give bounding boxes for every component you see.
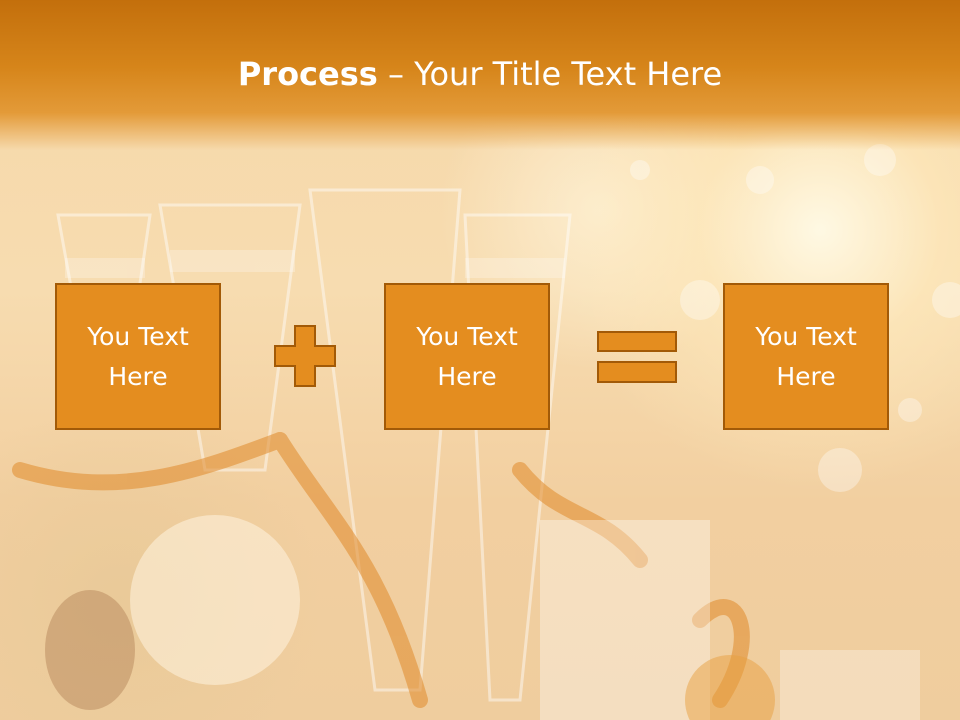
title-bold-text: Process	[237, 55, 378, 93]
slide-title: Process – Your Title Text Here	[0, 52, 960, 96]
box-1-line-1: You Text	[87, 321, 189, 351]
process-box-3[interactable]: You Text Here	[723, 283, 889, 430]
box-2-line-1: You Text	[416, 321, 518, 351]
plus-icon	[274, 325, 336, 387]
box-1-line-2: Here	[108, 361, 168, 391]
equals-icon	[597, 331, 677, 383]
title-bar	[0, 0, 960, 150]
box-3-line-2: Here	[776, 361, 836, 391]
title-rest-text: – Your Title Text Here	[377, 55, 723, 93]
process-box-1[interactable]: You Text Here	[55, 283, 221, 430]
box-3-line-1: You Text	[755, 321, 857, 351]
box-2-line-2: Here	[437, 361, 497, 391]
process-box-2[interactable]: You Text Here	[384, 283, 550, 430]
